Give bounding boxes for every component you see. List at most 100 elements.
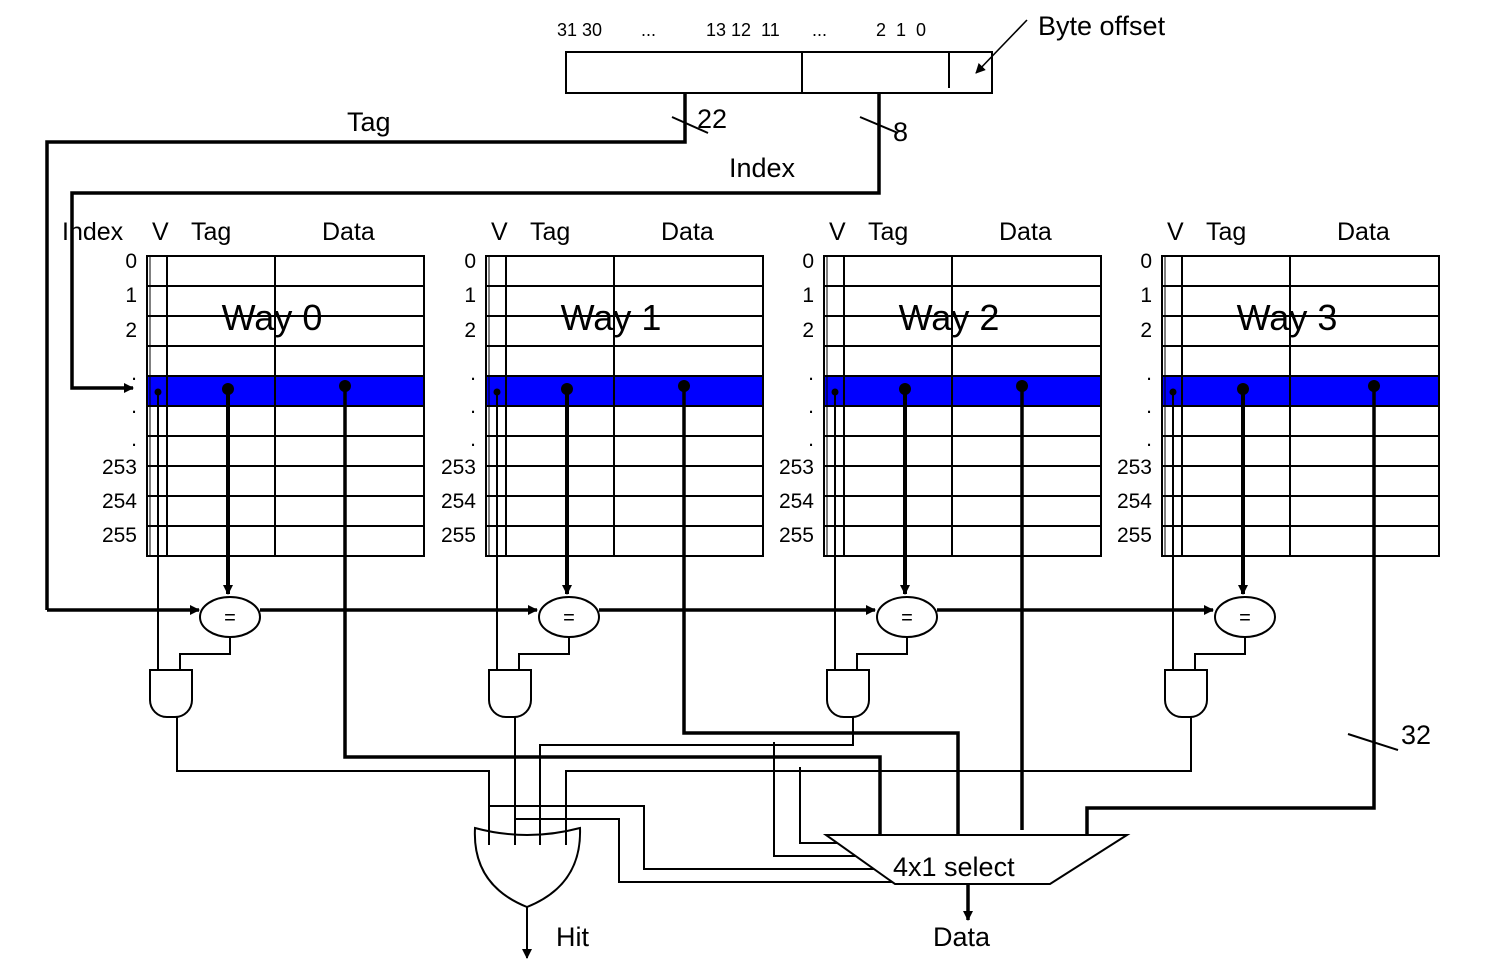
data-width-label: 32 xyxy=(1401,720,1431,750)
and-gate xyxy=(826,669,870,718)
row-index-label: 255 xyxy=(102,524,137,547)
and-gate xyxy=(1164,669,1208,718)
row-index-label: 0 xyxy=(802,250,814,273)
row-index-label: 253 xyxy=(102,456,137,479)
row-index-label: . xyxy=(1146,395,1152,418)
bit-label-31-30: 31 30 xyxy=(557,20,602,40)
tag-comparator: = xyxy=(876,596,938,638)
data-width-slash xyxy=(1347,733,1399,751)
row-index-label: 1 xyxy=(802,284,814,307)
row-index-label: 1 xyxy=(1140,284,1152,307)
tag-width-slash xyxy=(671,116,709,134)
tag-column-header: Tag xyxy=(191,218,231,246)
index-bus: 8 Index xyxy=(70,93,908,393)
row-index-label: 254 xyxy=(779,490,814,513)
v-column-header: V xyxy=(1167,218,1184,246)
row-index-label: 255 xyxy=(779,524,814,547)
row-index-label: 254 xyxy=(1117,490,1152,513)
svg-text:=: = xyxy=(901,607,913,629)
row-index-label: 253 xyxy=(779,456,814,479)
byte-offset-arrow xyxy=(975,19,1028,74)
index-column-label: Index xyxy=(62,218,124,246)
ways-group: V Tag Data 0 1 2... 253 254 255 Way 0 = V Tag Data 0 1 2… xyxy=(102,218,1440,718)
row-index-label: 255 xyxy=(441,524,476,547)
row-index-label: 254 xyxy=(441,490,476,513)
row-index-label: . xyxy=(470,362,476,385)
way-label: Way 2 xyxy=(899,297,1000,338)
selected-row xyxy=(486,376,763,406)
selected-row xyxy=(1162,376,1439,406)
data-column-header: Data xyxy=(661,218,714,246)
row-index-label: 0 xyxy=(1140,250,1152,273)
way-2: V Tag Data 0 1 2... 253 254 255 Way 2 = xyxy=(779,218,1102,718)
row-index-label: . xyxy=(808,395,814,418)
svg-text:=: = xyxy=(563,607,575,629)
row-index-label: . xyxy=(1146,428,1152,451)
svg-text:=: = xyxy=(224,607,236,629)
row-index-label: . xyxy=(470,428,476,451)
row-index-label: . xyxy=(131,395,137,418)
v-column-header: V xyxy=(491,218,508,246)
index-label: Index xyxy=(729,153,796,183)
hit-or-gate xyxy=(473,826,582,909)
way-3: V Tag Data 0 1 2... 253 254 255 Way 3 = xyxy=(1117,218,1440,718)
bit-label-2-1-0: 2 1 0 xyxy=(876,20,926,40)
row-index-label: . xyxy=(131,362,137,385)
row-index-label: 2 xyxy=(464,319,476,342)
tag-column-header: Tag xyxy=(1206,218,1246,246)
data-out-label: Data xyxy=(933,922,991,952)
tag-label: Tag xyxy=(347,107,391,137)
index-width-label: 8 xyxy=(893,117,908,147)
tag-width-label: 22 xyxy=(697,104,727,134)
row-index-label: 2 xyxy=(1140,319,1152,342)
way-label: Way 1 xyxy=(561,297,662,338)
svg-text:=: = xyxy=(1239,607,1251,629)
bit-label-ellipsis-low: ... xyxy=(812,20,827,40)
row-index-label: . xyxy=(131,428,137,451)
row-index-label: 2 xyxy=(802,319,814,342)
row-index-label: . xyxy=(470,395,476,418)
hit-label: Hit xyxy=(556,922,589,952)
select-mux: 4x1 select xyxy=(822,834,1131,885)
tag-comparator: = xyxy=(199,596,261,638)
row-index-label: . xyxy=(1146,362,1152,385)
mux-label: 4x1 select xyxy=(893,852,1015,882)
select-wires xyxy=(489,742,896,883)
data-buses xyxy=(343,386,1376,835)
row-index-label: 1 xyxy=(464,284,476,307)
row-index-label: 255 xyxy=(1117,524,1152,547)
tag-column-header: Tag xyxy=(868,218,908,246)
v-column-header: V xyxy=(152,218,169,246)
row-index-label: . xyxy=(808,428,814,451)
index-width-slash xyxy=(859,116,899,134)
row-index-label: 253 xyxy=(1117,456,1152,479)
row-index-label: 2 xyxy=(125,319,137,342)
byte-offset-label: Byte offset xyxy=(1038,11,1166,41)
tag-comparator: = xyxy=(538,596,600,638)
address-register: 31 30 ... 13 12 11 ... 2 1 0 Byte offset xyxy=(557,11,1166,94)
data-column-header: Data xyxy=(999,218,1052,246)
row-index-label: 0 xyxy=(464,250,476,273)
and-gate xyxy=(149,669,193,718)
tag-column-header: Tag xyxy=(530,218,570,246)
row-index-label: 254 xyxy=(102,490,137,513)
and-gate xyxy=(488,669,532,718)
tag-bus: 22 Tag xyxy=(45,93,727,610)
tag-comparator: = xyxy=(1214,596,1276,638)
bit-label-13-12-11: 13 12 11 xyxy=(706,20,780,40)
row-index-label: . xyxy=(808,362,814,385)
data-column-header: Data xyxy=(322,218,375,246)
row-index-label: 253 xyxy=(441,456,476,479)
way-0: V Tag Data 0 1 2... 253 254 255 Way 0 = xyxy=(102,218,425,718)
way-label: Way 3 xyxy=(1237,297,1338,338)
way-1: V Tag Data 0 1 2... 253 254 255 Way 1 = xyxy=(441,218,764,718)
data-column-header: Data xyxy=(1337,218,1390,246)
row-index-label: 1 xyxy=(125,284,137,307)
row-index-label: 0 xyxy=(125,250,137,273)
v-column-header: V xyxy=(829,218,846,246)
selected-row xyxy=(824,376,1101,406)
way-label: Way 0 xyxy=(222,297,323,338)
bit-label-ellipsis-high: ... xyxy=(641,20,656,40)
